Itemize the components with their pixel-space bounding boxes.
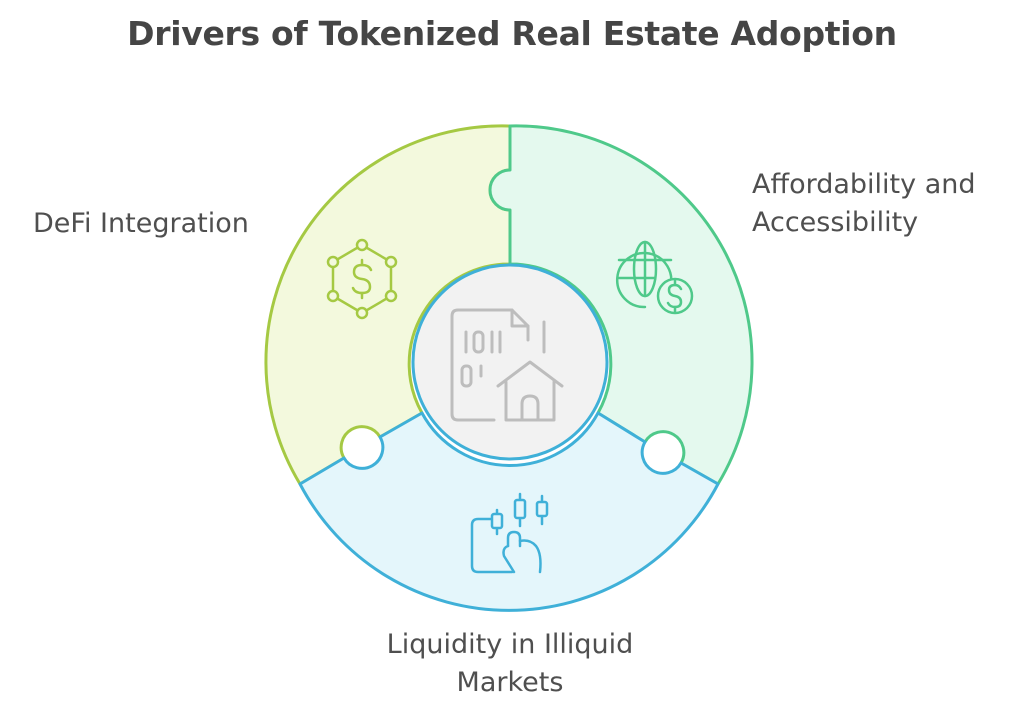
label-line: Affordability and	[752, 169, 976, 200]
label-line: DeFi Integration	[33, 208, 249, 239]
segment-affordability	[488, 124, 754, 486]
label-affordability-accessibility: Affordability and Accessibility	[752, 166, 976, 242]
segment-liquidity	[298, 411, 720, 612]
hexagon-dollar-network-icon	[326, 238, 398, 320]
label-line: Markets	[456, 667, 564, 698]
phone-candlestick-tap-icon	[470, 492, 549, 574]
label-defi-integration: DeFi Integration	[33, 205, 249, 243]
label-line: Liquidity in Illiquid	[386, 629, 634, 660]
label-line: Accessibility	[752, 207, 919, 238]
label-liquidity-illiquid-markets: Liquidity in Illiquid Markets	[300, 626, 720, 702]
globe-dollar-icon	[615, 240, 694, 315]
diagram-title: Drivers of Tokenized Real Estate Adoptio…	[127, 14, 897, 53]
center-circle	[411, 263, 609, 461]
binary-document-house-icon	[450, 308, 564, 422]
